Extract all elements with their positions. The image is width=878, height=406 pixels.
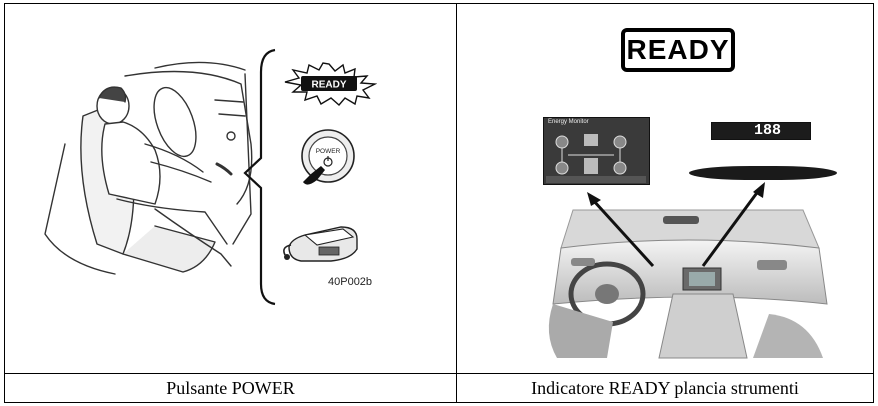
ready-burst-label: READY	[311, 80, 346, 91]
callout-bracket-icon	[241, 48, 281, 308]
caption-ready-indicator: Indicatore READY plancia strumenti	[457, 374, 873, 402]
driver-illustration	[5, 4, 456, 373]
power-button-icon: POWER	[293, 126, 363, 192]
dashboard-interior-illustration	[457, 4, 873, 373]
caption-power-button: Pulsante POWER	[5, 374, 456, 402]
key-fob-icon	[281, 217, 367, 267]
figure-code: 40P002b	[328, 276, 372, 288]
power-button-label: POWER	[316, 148, 341, 155]
table-frame: READY POWER 40P002b READY Energy Monitor	[4, 3, 874, 403]
ready-burst-icon: READY	[281, 62, 377, 106]
